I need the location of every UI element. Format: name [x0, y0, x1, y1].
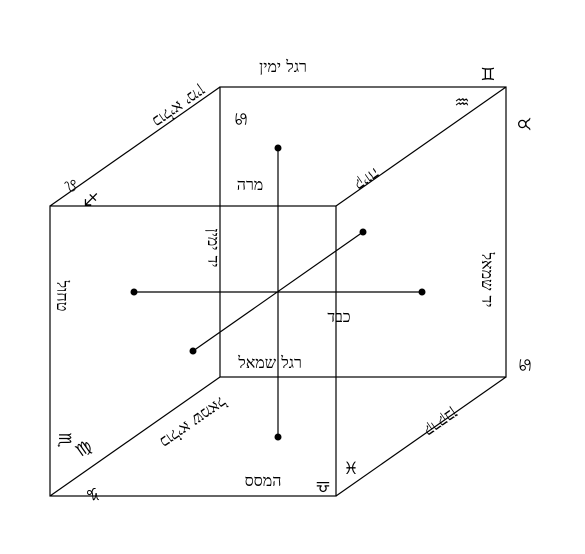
dot-front [189, 347, 197, 355]
taurus-icon: ♉ [513, 116, 533, 131]
label-tchol: טחול [53, 280, 72, 312]
label-kolya-smol: כוליא שמאל [157, 392, 231, 452]
label-hamses: המסס [245, 471, 282, 490]
gemini-icon: ♊ [480, 65, 495, 85]
edge-bottom-left [49, 376, 221, 497]
pisces-icon: ♓ [343, 459, 358, 479]
back-face [219, 86, 507, 378]
label-kolya-right: כוליא ימין [149, 81, 209, 131]
aquarius-icon: ♒ [454, 93, 469, 113]
label-kaved-center: כבד [327, 307, 350, 326]
virgo-icon: ♍ [72, 436, 96, 461]
edge-bottom-right [335, 376, 507, 497]
capricorn-icon: ♑ [85, 483, 100, 503]
label-korkvan: קרקבן [421, 404, 462, 441]
label-regel-smol: רגל שמאל [237, 353, 302, 372]
label-yad-smol: יד שמאל [478, 252, 497, 308]
dot-back [359, 228, 367, 236]
depth-axis [192, 231, 364, 352]
dot-top [274, 144, 282, 152]
dot-right [418, 288, 426, 296]
front-face [49, 205, 337, 497]
edge-top-right [335, 86, 507, 207]
dot-bottom [274, 433, 282, 441]
cancer-right-icon: ♋ [514, 357, 534, 372]
libra-like-icon: ♎ [315, 476, 330, 496]
edge-top-left [49, 86, 221, 207]
label-top-back: רגל ימין [259, 57, 307, 76]
label-yad-yamin: יד ימין [204, 229, 223, 268]
sagittarius-icon: ♐ [83, 188, 98, 208]
cancer-icon: ♋ [230, 111, 250, 126]
leo-icon: ♌ [59, 172, 83, 197]
dot-left [130, 288, 138, 296]
label-kaved-top: קיוה [351, 164, 383, 195]
scorpio-icon: ♏ [54, 432, 74, 447]
label-mara: מרה [237, 175, 264, 194]
